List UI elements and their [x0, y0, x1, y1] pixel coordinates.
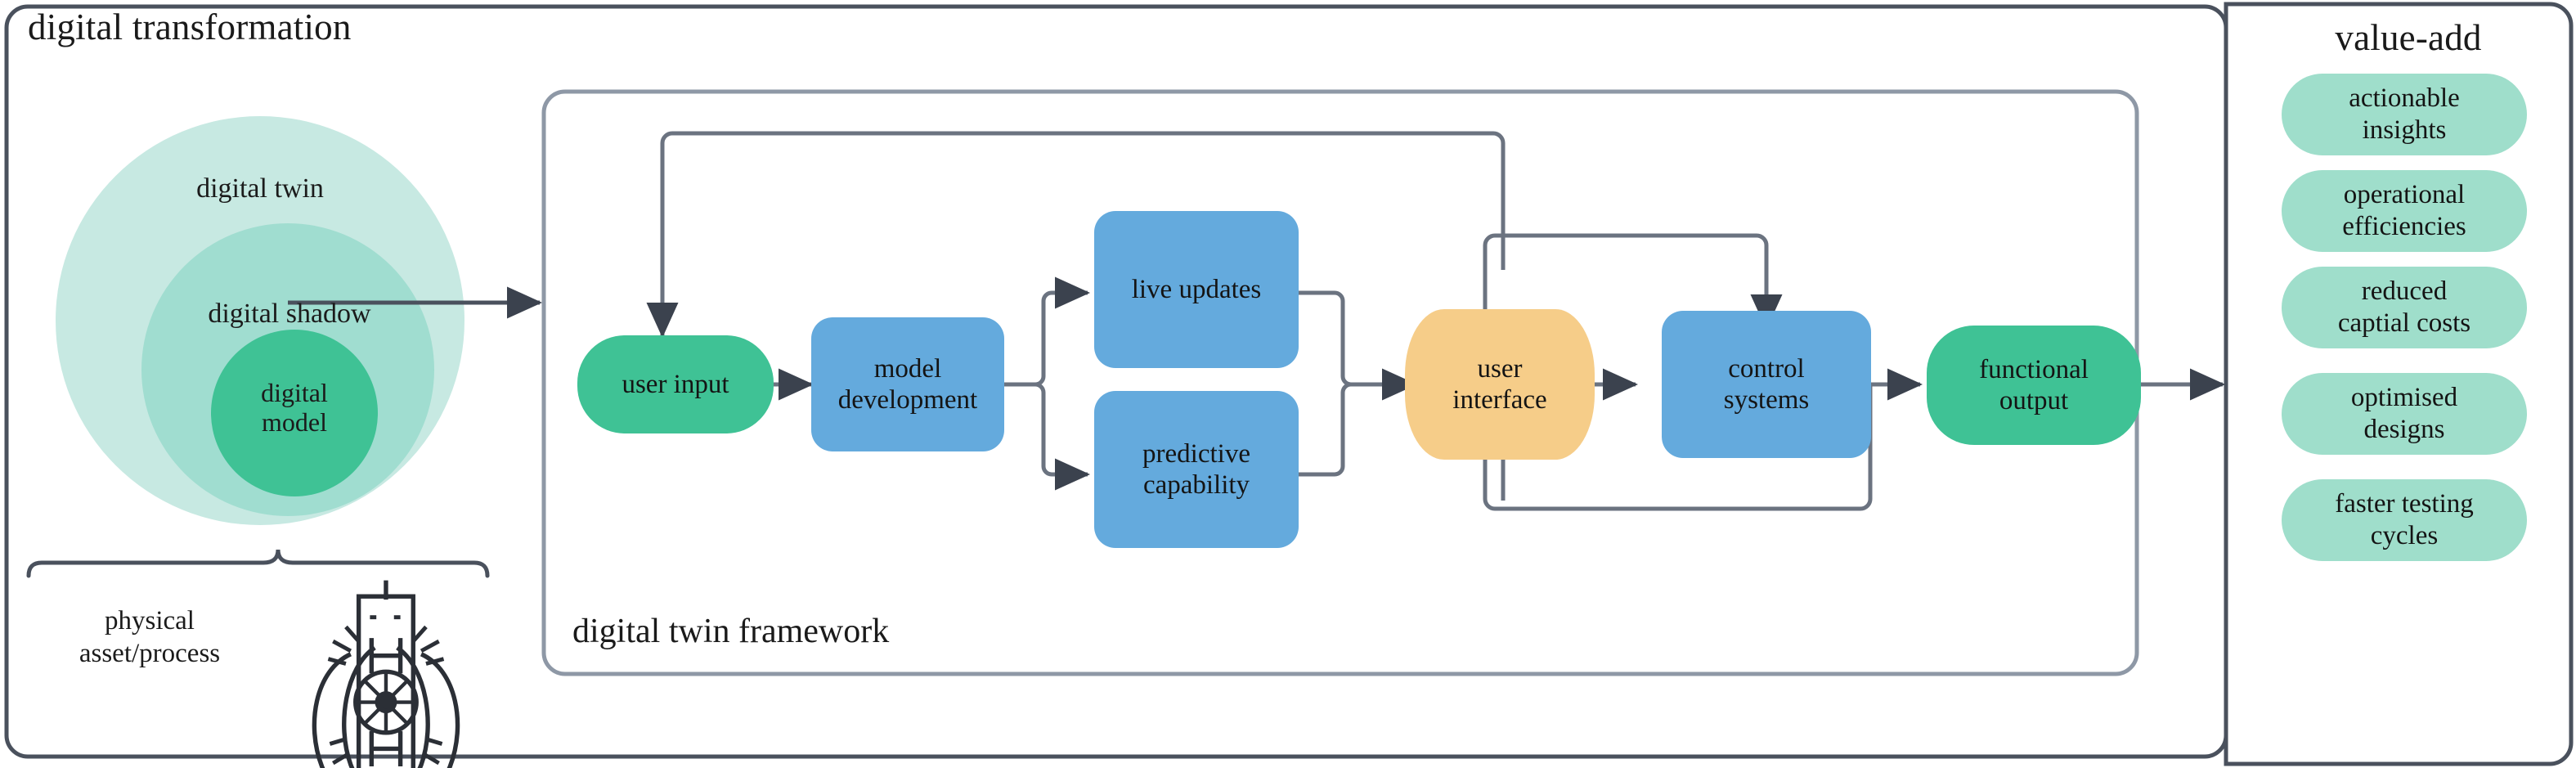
factory-machine-icon: [312, 580, 460, 768]
digital-twin-framework-frame: [541, 89, 2139, 676]
node-live-updates-label: live updates: [1131, 274, 1262, 304]
node-functional-output-line1: functional: [1979, 354, 2089, 384]
node-predictive-capability[interactable]: predictive capability: [1094, 391, 1299, 548]
value-add-item-1-line1: operational: [2343, 180, 2466, 210]
value-add-item-4-line2: cycles: [2370, 521, 2439, 550]
value-add-item-3-line1: optimised: [2350, 383, 2458, 413]
value-add-item-3-line2: designs: [2363, 415, 2445, 444]
node-user-interface-line2: interface: [1452, 385, 1547, 415]
node-control-systems-line2: systems: [1723, 385, 1810, 415]
node-predictive-capability-line1: predictive: [1142, 438, 1250, 469]
venn-label-digital-shadow: digital shadow: [208, 299, 371, 329]
physical-asset-brace: [26, 549, 490, 578]
value-add-item-2-line1: reduced: [2361, 276, 2448, 307]
node-functional-output-line2: output: [1999, 386, 2069, 415]
physical-asset-label: physical asset/process: [31, 605, 268, 670]
node-model-development-line2: development: [837, 385, 978, 415]
node-model-development[interactable]: model development: [811, 317, 1004, 451]
node-user-input-label: user input: [622, 369, 729, 399]
venn-label-digital-twin: digital twin: [196, 173, 324, 204]
value-add-item-operational-efficiencies[interactable]: operational efficiencies: [2282, 170, 2527, 252]
value-add-item-optimised-designs[interactable]: optimised designs: [2282, 373, 2527, 455]
edge-merge-to-ui: [1297, 290, 1384, 387]
value-add-item-actionable-insights[interactable]: actionable insights: [2282, 74, 2527, 155]
value-add-item-1-line2: efficiencies: [2342, 212, 2466, 241]
physical-asset-label-line1: physical: [105, 606, 195, 636]
digital-transformation-title: digital transformation: [28, 7, 352, 47]
venn-middle-digital-shadow: [141, 223, 434, 516]
node-user-input[interactable]: user input: [577, 335, 774, 433]
digital-twin-framework-caption: digital twin framework: [572, 613, 890, 650]
edge-model-split: [1004, 276, 1090, 387]
node-functional-output[interactable]: functional output: [1927, 326, 2141, 445]
node-control-systems-line1: control: [1728, 353, 1805, 384]
value-add-item-4-line1: faster testing: [2335, 489, 2474, 519]
value-add-item-0-line1: actionable: [2349, 83, 2460, 114]
node-control-systems[interactable]: control systems: [1662, 311, 1871, 458]
node-predictive-capability-line2: capability: [1142, 470, 1250, 500]
value-add-title: value-add: [2335, 17, 2482, 58]
edge-ui-feedback-outer: [646, 131, 1506, 338]
venn-label-digital-model: digital model: [229, 378, 360, 438]
value-add-item-reduced-capital-costs[interactable]: reduced captial costs: [2282, 267, 2527, 348]
node-user-interface[interactable]: user interface: [1405, 309, 1595, 460]
venn-label-digital-model-line2: model: [262, 407, 327, 438]
node-model-development-line1: model: [873, 353, 942, 384]
venn-label-digital-model-line1: digital: [261, 378, 328, 407]
value-add-item-0-line2: insights: [2362, 115, 2447, 145]
value-add-item-2-line2: captial costs: [2337, 308, 2471, 338]
value-add-item-faster-testing-cycles[interactable]: faster testing cycles: [2282, 479, 2527, 561]
physical-asset-label-line2: asset/process: [79, 638, 221, 668]
node-live-updates[interactable]: live updates: [1094, 211, 1299, 368]
node-user-interface-line1: user: [1477, 353, 1523, 384]
